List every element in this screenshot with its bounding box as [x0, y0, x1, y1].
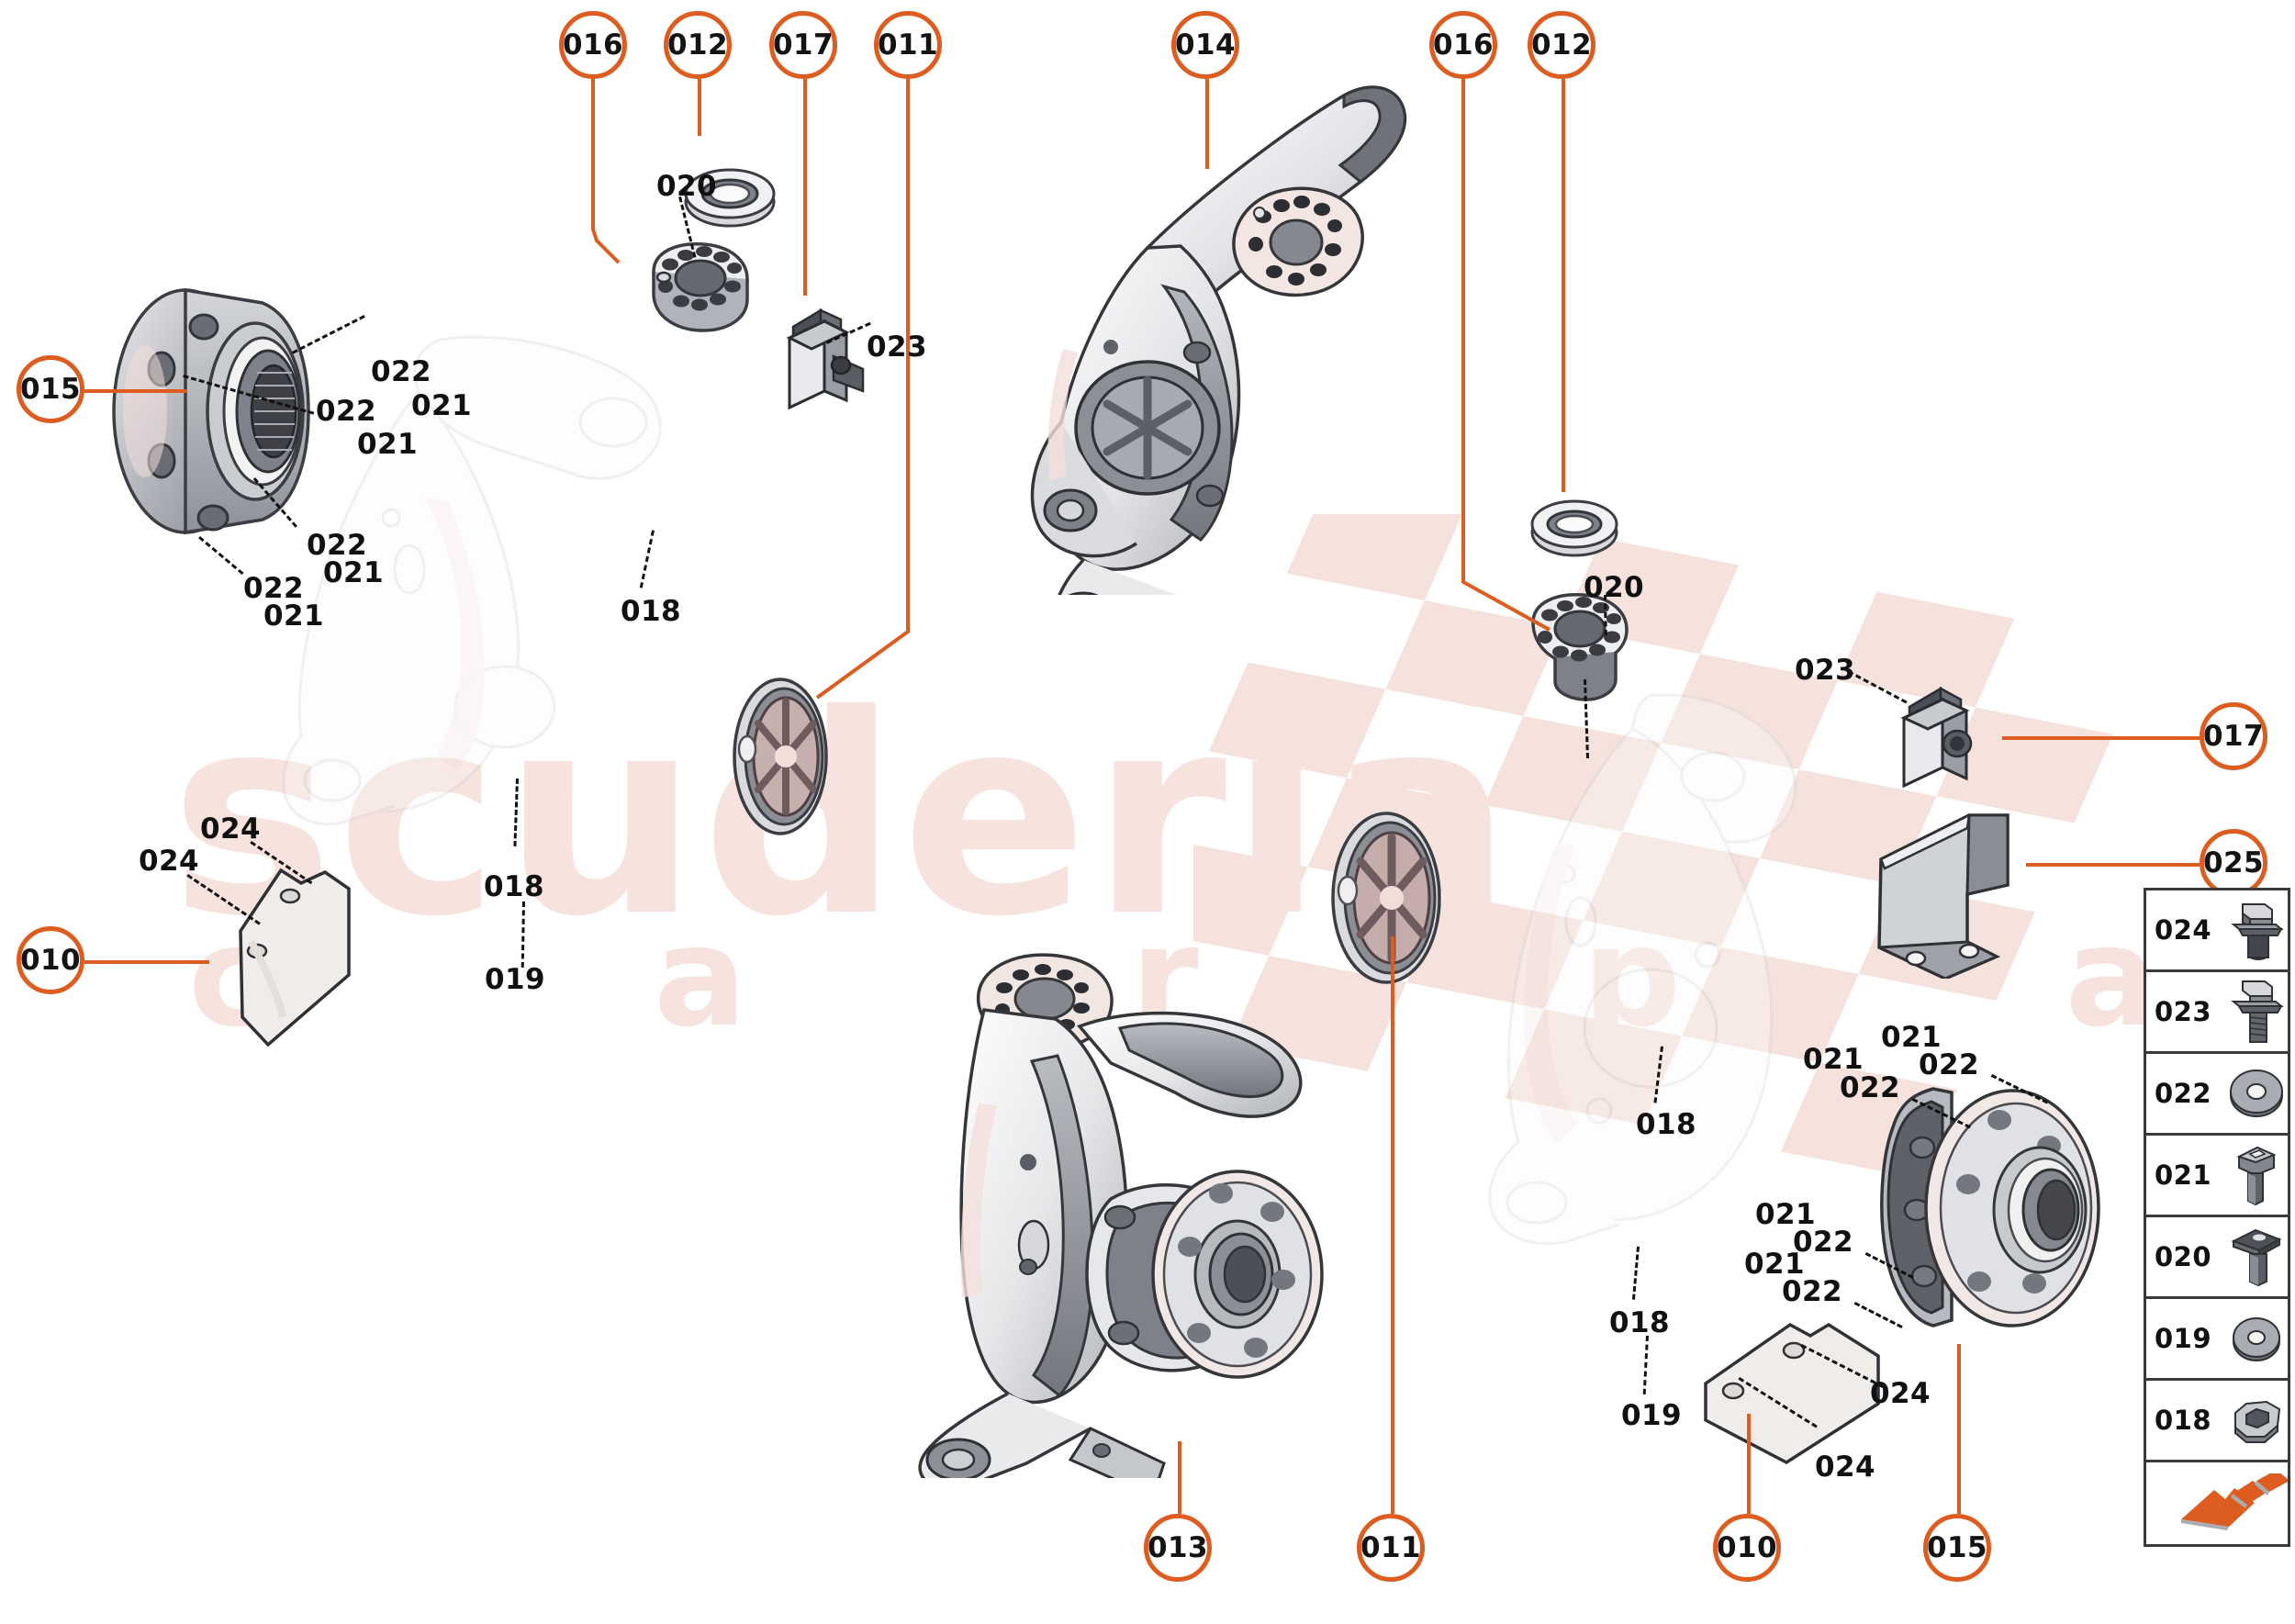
callout-marker-011[interactable]: 011: [1357, 1514, 1425, 1582]
part-number-label-019: 019: [1621, 1399, 1682, 1432]
callout-leader-line: [2026, 863, 2200, 867]
legend-row[interactable]: 023: [2146, 972, 2288, 1054]
callout-leader-line: [1957, 1344, 1961, 1514]
callout-leader-line: [1178, 1441, 1181, 1514]
callout-marker-016[interactable]: 016: [1429, 11, 1497, 79]
steering-knuckle-hub-assembly[interactable]: [845, 909, 1414, 1478]
part-number-label-023: 023: [1795, 654, 1855, 687]
legend-row[interactable]: 022: [2146, 1054, 2288, 1136]
part-number-label-024: 024: [200, 812, 261, 846]
part-number-label-021: 021: [411, 389, 472, 422]
part-number-label-021: 021: [1755, 1198, 1816, 1231]
part-number-label-020: 020: [1584, 571, 1644, 604]
steering-knuckle-ghost-right: [1488, 693, 1797, 1246]
legend-code: 021: [2155, 1159, 2212, 1191]
part-number-label-018: 018: [621, 595, 681, 628]
part-number-label-018: 018: [484, 870, 544, 903]
steering-knuckle-ghost-left: [282, 335, 662, 826]
part-number-label-018: 018: [1636, 1108, 1696, 1141]
part-number-label-022: 022: [243, 572, 304, 605]
washer-large-icon: [2225, 1068, 2288, 1119]
part-number-label-023: 023: [867, 330, 927, 364]
legend-code: 022: [2155, 1078, 2212, 1109]
legend-code: 023: [2155, 996, 2212, 1027]
callout-marker-012[interactable]: 012: [664, 11, 732, 79]
callout-leader-line: [1562, 79, 1565, 492]
legend-code: 018: [2155, 1405, 2212, 1436]
callout-marker-011[interactable]: 011: [874, 11, 942, 79]
legend-row[interactable]: 024: [2146, 890, 2288, 972]
hex-nut-icon: [2225, 1394, 2288, 1446]
callout-marker-012[interactable]: 012: [1528, 11, 1595, 79]
part-number-label-021: 021: [1744, 1248, 1805, 1281]
callout-marker-025[interactable]: 025: [2200, 829, 2267, 897]
callout-leader-line: [84, 389, 187, 393]
callout-marker-015[interactable]: 015: [17, 355, 84, 423]
callout-marker-016[interactable]: 016: [559, 11, 627, 79]
dash-leader: [521, 901, 525, 968]
part-number-label-022: 022: [316, 395, 376, 428]
legend-row[interactable]: 021: [2146, 1136, 2288, 1217]
abs-sensor-top[interactable]: [777, 292, 879, 413]
legend-row[interactable]: 018: [2146, 1381, 2288, 1462]
flange-bolt-short-icon: [2225, 899, 2288, 961]
part-number-label-022: 022: [1919, 1048, 1979, 1081]
callout-leader-line: [84, 960, 209, 964]
part-number-label-021: 021: [263, 599, 324, 633]
fastener-legend-table: 024 023: [2144, 888, 2290, 1547]
strut-mount-plate-top[interactable]: [633, 235, 762, 345]
bearing-seal-ring-right[interactable]: [1524, 494, 1625, 560]
part-number-label-021: 021: [357, 428, 418, 461]
callout-marker-014[interactable]: 014: [1171, 11, 1239, 79]
bearing-seal-ring-top[interactable]: [679, 163, 780, 230]
callout-leader-line: [1747, 1414, 1751, 1514]
part-number-label-020: 020: [656, 170, 717, 203]
dash-leader: [1642, 1335, 1649, 1394]
hub-dust-cap-left[interactable]: [716, 672, 845, 837]
socket-head-bolt-icon: [2225, 1144, 2288, 1206]
part-number-label-024: 024: [139, 845, 199, 878]
callout-marker-017[interactable]: 017: [2200, 702, 2267, 770]
callout-marker-013[interactable]: 013: [1144, 1514, 1212, 1582]
abs-sensor-right[interactable]: [1882, 676, 2001, 795]
callout-marker-015[interactable]: 015: [1923, 1514, 1991, 1582]
legend-row[interactable]: 020: [2146, 1217, 2288, 1299]
brake-heat-shield-left[interactable]: [209, 863, 384, 1074]
part-number-label-019: 019: [485, 963, 545, 996]
callout-leader-line: [1205, 79, 1209, 169]
legend-row[interactable]: 019: [2146, 1299, 2288, 1381]
steering-knuckle-right-upper[interactable]: [973, 81, 1487, 595]
part-number-label-022: 022: [1793, 1226, 1853, 1259]
wheel-hub-bearing-right[interactable]: [1845, 1056, 2139, 1359]
legend-row[interactable]: [2146, 1462, 2288, 1544]
callout-marker-010[interactable]: 010: [17, 926, 84, 994]
countersunk-bolt-icon: [2225, 1225, 2288, 1289]
callout-leader-line: [698, 79, 701, 136]
part-number-label-022: 022: [307, 529, 367, 562]
callout-marker-010[interactable]: 010: [1713, 1514, 1781, 1582]
legend-code: 024: [2155, 914, 2212, 946]
legend-code: 019: [2155, 1323, 2212, 1354]
part-number-label-024: 024: [1815, 1450, 1875, 1484]
wheel-hub-bearing-left[interactable]: [101, 266, 367, 560]
sensor-bracket[interactable]: [1868, 804, 2033, 979]
part-number-label-021: 021: [1881, 1021, 1942, 1054]
callout-marker-017[interactable]: 017: [769, 11, 837, 79]
callout-leader-line: [2002, 736, 2200, 740]
orange-arrow-flag-icon: [2177, 1473, 2288, 1534]
part-number-label-021: 021: [323, 556, 384, 589]
flange-bolt-threaded-icon: [2225, 978, 2288, 1046]
part-number-label-022: 022: [371, 355, 431, 388]
callout-leader-line: [1391, 936, 1394, 1514]
part-number-label-022: 022: [1840, 1071, 1900, 1104]
part-number-label-022: 022: [1782, 1275, 1842, 1308]
callout-leader-line: [803, 79, 807, 296]
part-number-label-024: 024: [1870, 1377, 1931, 1410]
part-number-label-018: 018: [1609, 1306, 1670, 1339]
legend-code: 020: [2155, 1241, 2212, 1272]
washer-small-icon: [2225, 1314, 2288, 1363]
